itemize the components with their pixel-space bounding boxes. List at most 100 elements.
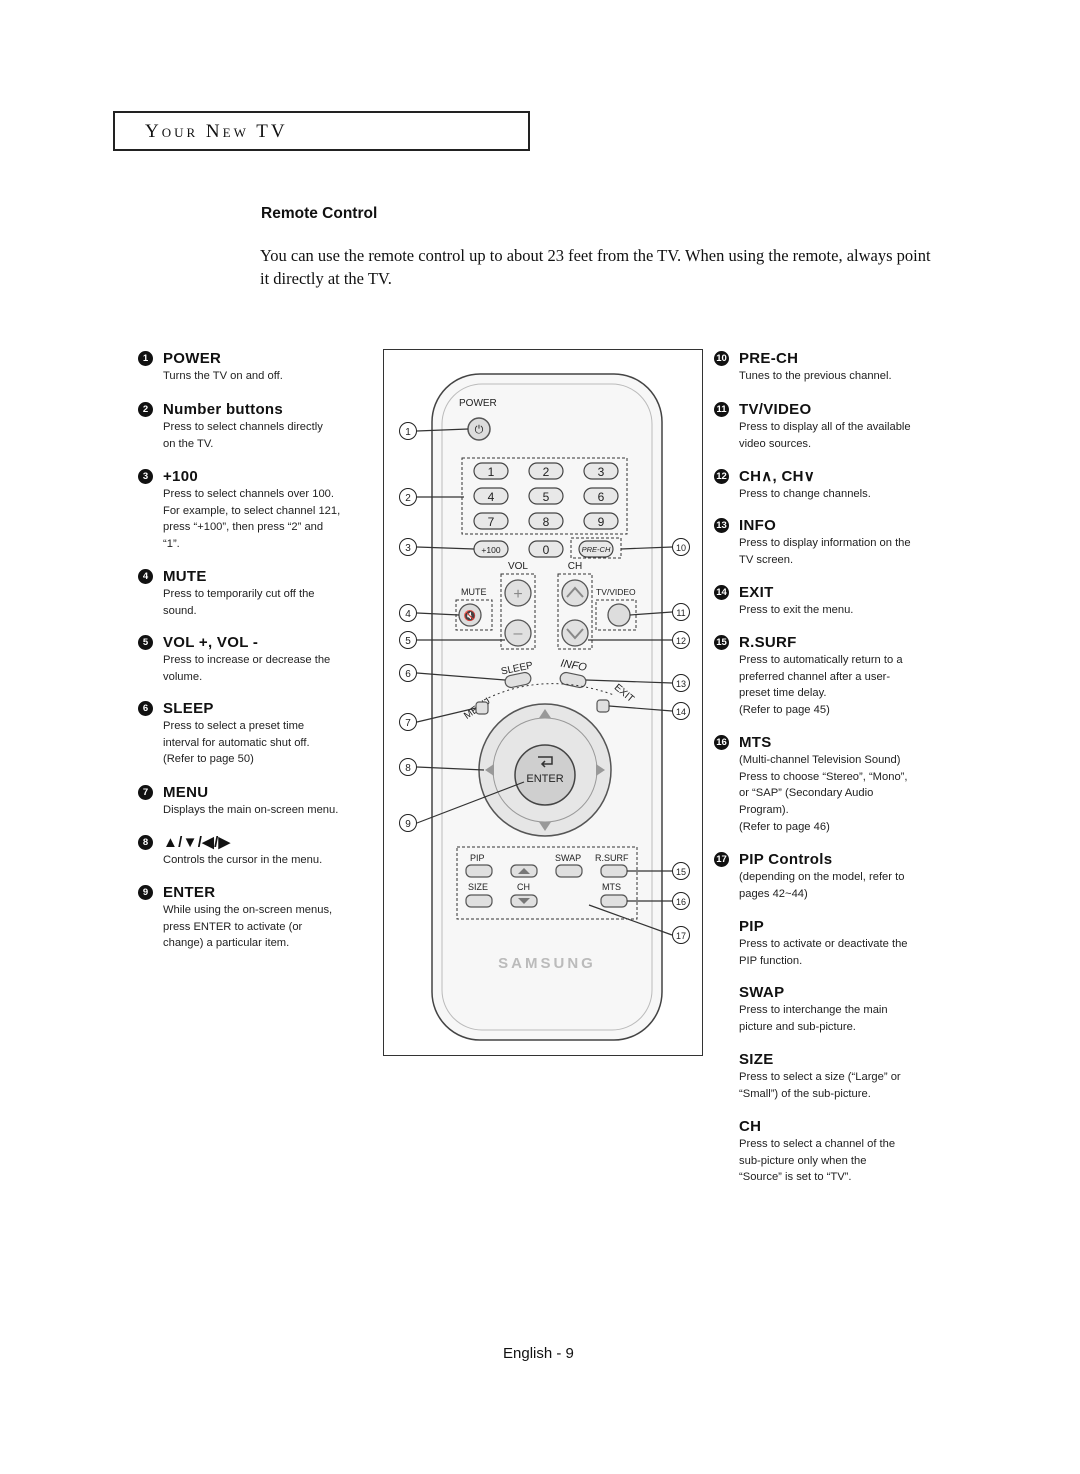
callout-badge [672, 631, 690, 649]
mts-button [600, 894, 628, 908]
item-number-badge: 15 [714, 634, 729, 650]
callout-number: 12 [676, 636, 686, 646]
arc-dotted [483, 683, 615, 701]
callout-number: 17 [676, 931, 686, 941]
vol-up-button [504, 579, 532, 607]
item-title: CH [739, 1117, 762, 1135]
callout-badge [399, 422, 417, 440]
callout-badge [399, 604, 417, 622]
item-description: Press to exit the menu. [739, 602, 853, 619]
callout-badge [672, 892, 690, 910]
callout-number: 13 [676, 679, 686, 689]
item-description: (Multi-channel Television Sound)Press to… [739, 752, 908, 836]
arrow-left-icon [485, 764, 494, 776]
digit-button [473, 487, 509, 505]
description-line: Press to select channels directly [163, 421, 323, 433]
callout-line [608, 705, 673, 712]
digit-label: 1 [488, 465, 495, 479]
callout-number: 3 [405, 543, 411, 554]
sleep-button [504, 671, 532, 689]
item-description: Turns the TV on and off. [163, 368, 283, 385]
tv-video-button [607, 603, 631, 627]
enter-label: ENTER [526, 773, 563, 785]
header-box: Your New TV [113, 111, 530, 151]
prech-button [578, 540, 614, 558]
description-line: Displays the main on-screen menu. [163, 804, 339, 816]
item-number-badge: 8 [138, 834, 153, 850]
item-title: MUTE [163, 567, 207, 585]
item-heading: SIZE [714, 1049, 901, 1069]
callout-badge [399, 713, 417, 731]
description-line: Program). [739, 804, 789, 817]
description-line: picture and sub-picture. [739, 1020, 856, 1033]
swap-button [555, 864, 583, 878]
callout-line [416, 546, 475, 550]
digit-button [473, 512, 509, 530]
number-pad-group [461, 457, 628, 535]
callout-number: 14 [676, 707, 686, 717]
description-line: video sources. [739, 437, 812, 450]
callout-line [629, 611, 673, 616]
ch-up-button [561, 579, 589, 607]
description-line: on the TV. [163, 437, 214, 450]
info-label: INFO [560, 658, 588, 674]
digit-label: 0 [543, 543, 550, 557]
digit-label: 6 [598, 490, 605, 504]
callout-number: 4 [405, 609, 411, 620]
item-number-badge: 11 [714, 401, 729, 417]
page-footer: English - 9 [503, 1345, 574, 1362]
item-title: SWAP [739, 983, 785, 1001]
digit-button [473, 462, 509, 480]
description-line: Press to select channels over 100. [163, 488, 335, 500]
power-icon: ⏻ [475, 424, 484, 436]
callout-badge [399, 664, 417, 682]
triangle-down-icon [518, 898, 530, 904]
item-title: R.SURF [739, 633, 797, 651]
item-number-badge: 6 [138, 700, 153, 716]
callout-number: 5 [405, 636, 411, 647]
description-line: Press to select a size (“Large” or [739, 1071, 901, 1083]
item-number-badge: 13 [714, 517, 729, 533]
description-line: (depending on the model, refer to [739, 871, 905, 883]
description-line: press “+100”, then press “2” and [163, 521, 324, 534]
description-line: While using the on-screen menus, [163, 904, 333, 916]
callout-badge [672, 926, 690, 944]
item-description: Controls the cursor in the menu. [163, 852, 322, 869]
plus100-label: +100 [481, 545, 500, 555]
digit-label: 9 [598, 515, 605, 529]
mute-label: MUTE [461, 587, 487, 597]
description-line: press ENTER to activate (or [163, 920, 303, 933]
item-heading: SWAP [714, 982, 888, 1002]
item-number-badge: 10 [714, 350, 729, 366]
callout-line [416, 672, 506, 681]
item-number-badge: 14 [714, 584, 729, 600]
size-label: SIZE [468, 882, 488, 892]
digit-label: 8 [543, 515, 550, 529]
digit-label: 3 [598, 465, 605, 479]
arrow-down-icon [539, 822, 551, 831]
header-title: Your New TV [145, 121, 288, 142]
item-title: VOL +, VOL - [163, 633, 259, 651]
callout-number: 1 [405, 427, 411, 438]
callout-badge [672, 702, 690, 720]
item-title: ▲/▼/◀/▶ [163, 834, 231, 851]
samsung-logo: SAMSUNG [498, 955, 596, 972]
vol-label: VOL [508, 561, 528, 572]
item-title: +100 [163, 467, 198, 485]
description-line: Press to temporarily cut off the [163, 588, 315, 600]
